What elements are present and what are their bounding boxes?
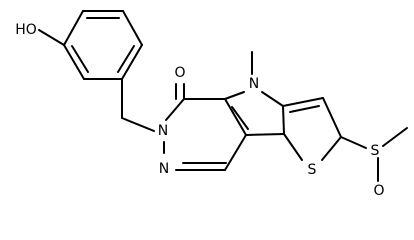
bond (121, 44, 143, 80)
amide-nitrogen-label: N (158, 123, 168, 139)
bond (224, 134, 247, 171)
hydroxyl-label: HO (15, 22, 37, 38)
bond (282, 105, 285, 135)
bond (63, 10, 84, 46)
carbonyl-oxygen-label: O (174, 65, 185, 81)
bond (224, 91, 245, 100)
bond (321, 136, 342, 161)
aromatic-double-bond (117, 45, 135, 73)
chemical-structure: HO O N N N S S O (15, 10, 408, 199)
sulfinyl-sulfur-label: S (371, 143, 380, 159)
bond (261, 91, 284, 107)
bond (165, 98, 185, 121)
bond (63, 44, 85, 80)
hydroxyl-bond (38, 29, 65, 46)
sulfinyl-bond (340, 136, 367, 149)
bond (322, 97, 342, 138)
benzyl-bond (121, 117, 155, 132)
aromatic-double-bond (71, 45, 89, 73)
double-bond (289, 105, 320, 113)
thiophene-sulfur-label: S (308, 162, 317, 178)
bond (282, 97, 324, 107)
pyridazinone-ring (163, 98, 249, 171)
methyl-bond (382, 127, 408, 147)
sulfinyl-oxygen-label: O (373, 183, 384, 199)
bond (283, 133, 303, 161)
double-bond (231, 106, 249, 130)
bond (122, 10, 143, 46)
pyrrole-ring (224, 91, 285, 136)
bond (224, 98, 247, 136)
bond (245, 133, 285, 136)
pyrrole-nitrogen-label: N (249, 76, 259, 92)
phenol-ring (63, 10, 143, 80)
imine-nitrogen-label: N (159, 161, 169, 177)
thiophene-ring (282, 97, 342, 161)
